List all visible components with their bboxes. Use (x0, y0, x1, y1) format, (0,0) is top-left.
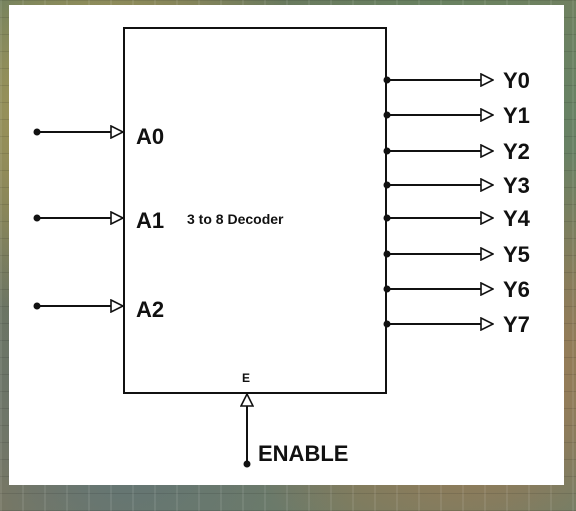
input-a0-label: A0 (136, 124, 164, 149)
decoder-block (123, 27, 387, 394)
output-y0: Y0 (383, 68, 530, 93)
input-a1-label: A1 (136, 208, 164, 233)
enable-pin-label: E (242, 371, 250, 385)
input-a0: A0 (33, 124, 164, 149)
decoder-title: 3 to 8 Decoder (187, 211, 284, 227)
output-y7-label: Y7 (503, 312, 530, 337)
input-a2: A2 (33, 297, 164, 322)
enable-label: ENABLE (258, 441, 348, 466)
output-y4-label: Y4 (503, 206, 531, 231)
input-a1: A1 (33, 208, 164, 233)
output-y5: Y5 (383, 242, 530, 267)
diagram-panel (9, 5, 564, 485)
output-y2: Y2 (383, 139, 530, 164)
enable-input: E ENABLE (242, 371, 348, 468)
output-y3: Y3 (383, 173, 530, 198)
output-y3-label: Y3 (503, 173, 530, 198)
output-y6: Y6 (383, 277, 530, 302)
output-y7: Y7 (383, 312, 530, 337)
output-y5-label: Y5 (503, 242, 530, 267)
output-y0-label: Y0 (503, 68, 530, 93)
output-y1: Y1 (383, 103, 530, 128)
output-y2-label: Y2 (503, 139, 530, 164)
output-y6-label: Y6 (503, 277, 530, 302)
output-y4: Y4 (383, 206, 531, 231)
input-a2-label: A2 (136, 297, 164, 322)
output-y1-label: Y1 (503, 103, 530, 128)
